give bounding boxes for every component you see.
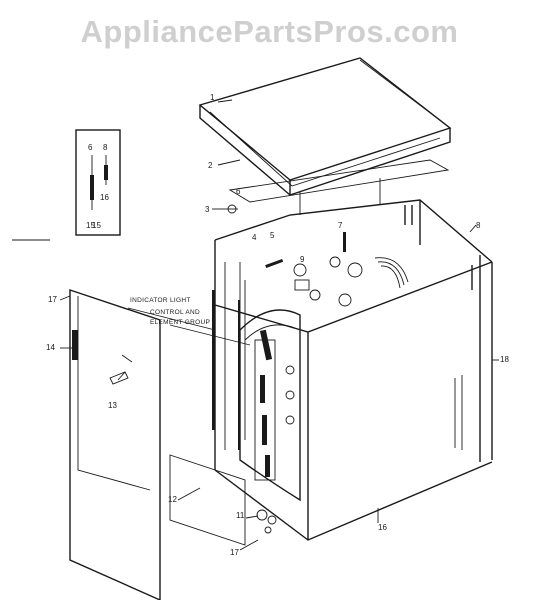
callout-4: 4 <box>252 233 257 242</box>
callout-17-upper: 17 <box>48 295 57 304</box>
callout-7: 7 <box>338 221 343 230</box>
callout-1: 1 <box>210 93 215 102</box>
inset-callout-c: 16 <box>100 193 109 202</box>
top-cover <box>198 57 452 196</box>
callout-8: 8 <box>476 221 481 230</box>
front-door-panel <box>69 289 161 600</box>
callout-3: 3 <box>205 205 210 214</box>
group-label-line1: INDICATOR LIGHT <box>130 297 191 304</box>
screw-part <box>226 204 238 214</box>
callout-5: 5 <box>270 231 275 240</box>
bottom-fasteners <box>256 508 379 534</box>
callout-2: 2 <box>208 161 213 170</box>
callout-15: 15 <box>92 221 101 230</box>
callout-14: 14 <box>46 343 55 352</box>
cover-gasket <box>228 159 450 215</box>
callout-9: 9 <box>300 255 305 264</box>
inset-callout-b: 8 <box>103 143 108 152</box>
callout-labels: 1 2 6 3 4 5 7 8 9 17 14 13 12 11 17 16 1… <box>46 93 509 557</box>
group-label-line3: ELEMENT GROUP <box>150 319 210 326</box>
inset-callout-d: 15 <box>86 221 95 230</box>
inset-hardware-box <box>75 129 121 236</box>
callout-18: 18 <box>500 355 509 364</box>
callout-6: 6 <box>236 187 241 196</box>
callout-11: 11 <box>236 511 245 520</box>
callout-12: 12 <box>168 495 177 504</box>
callout-leaders <box>59 99 499 551</box>
inset-callout-a: 6 <box>88 143 93 152</box>
kick-panel <box>169 454 246 546</box>
callout-16: 16 <box>378 523 387 532</box>
main-cabinet <box>214 199 493 541</box>
watermark-logo: AppliancePartsPros.com <box>80 14 459 49</box>
control-element-group <box>212 205 473 481</box>
callout-17-lower: 17 <box>230 548 239 557</box>
callout-13: 13 <box>108 401 117 410</box>
group-label-line2: CONTROL AND <box>150 309 200 316</box>
